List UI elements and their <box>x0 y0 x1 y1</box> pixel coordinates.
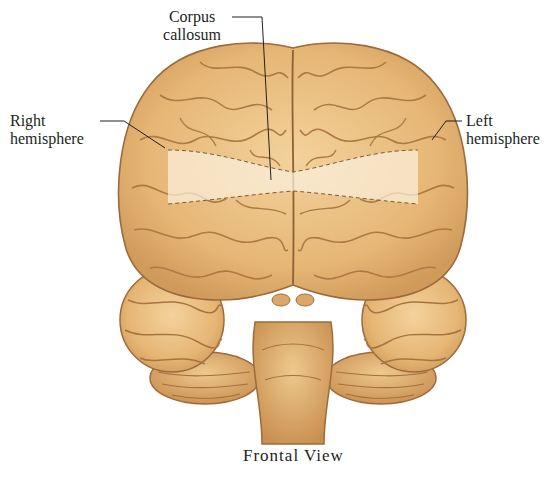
longitudinal-fissure <box>292 50 293 284</box>
part-label: Right hemisphere <box>10 112 98 148</box>
part-label: Left hemisphere <box>466 112 552 148</box>
leader-line <box>432 121 462 140</box>
part-label: Corpus callosum <box>153 8 231 44</box>
corpus-callosum-outline <box>168 150 418 204</box>
optic-nerve <box>296 294 314 306</box>
cerebrum <box>119 43 468 300</box>
corpus-callosum-band <box>168 150 418 204</box>
brainstem-lines <box>262 344 324 380</box>
leader-line <box>100 121 165 148</box>
optic-nerve <box>272 294 290 306</box>
figure-caption: Frontal View <box>243 446 344 466</box>
leader-line <box>232 17 271 180</box>
brainstem <box>253 322 333 444</box>
